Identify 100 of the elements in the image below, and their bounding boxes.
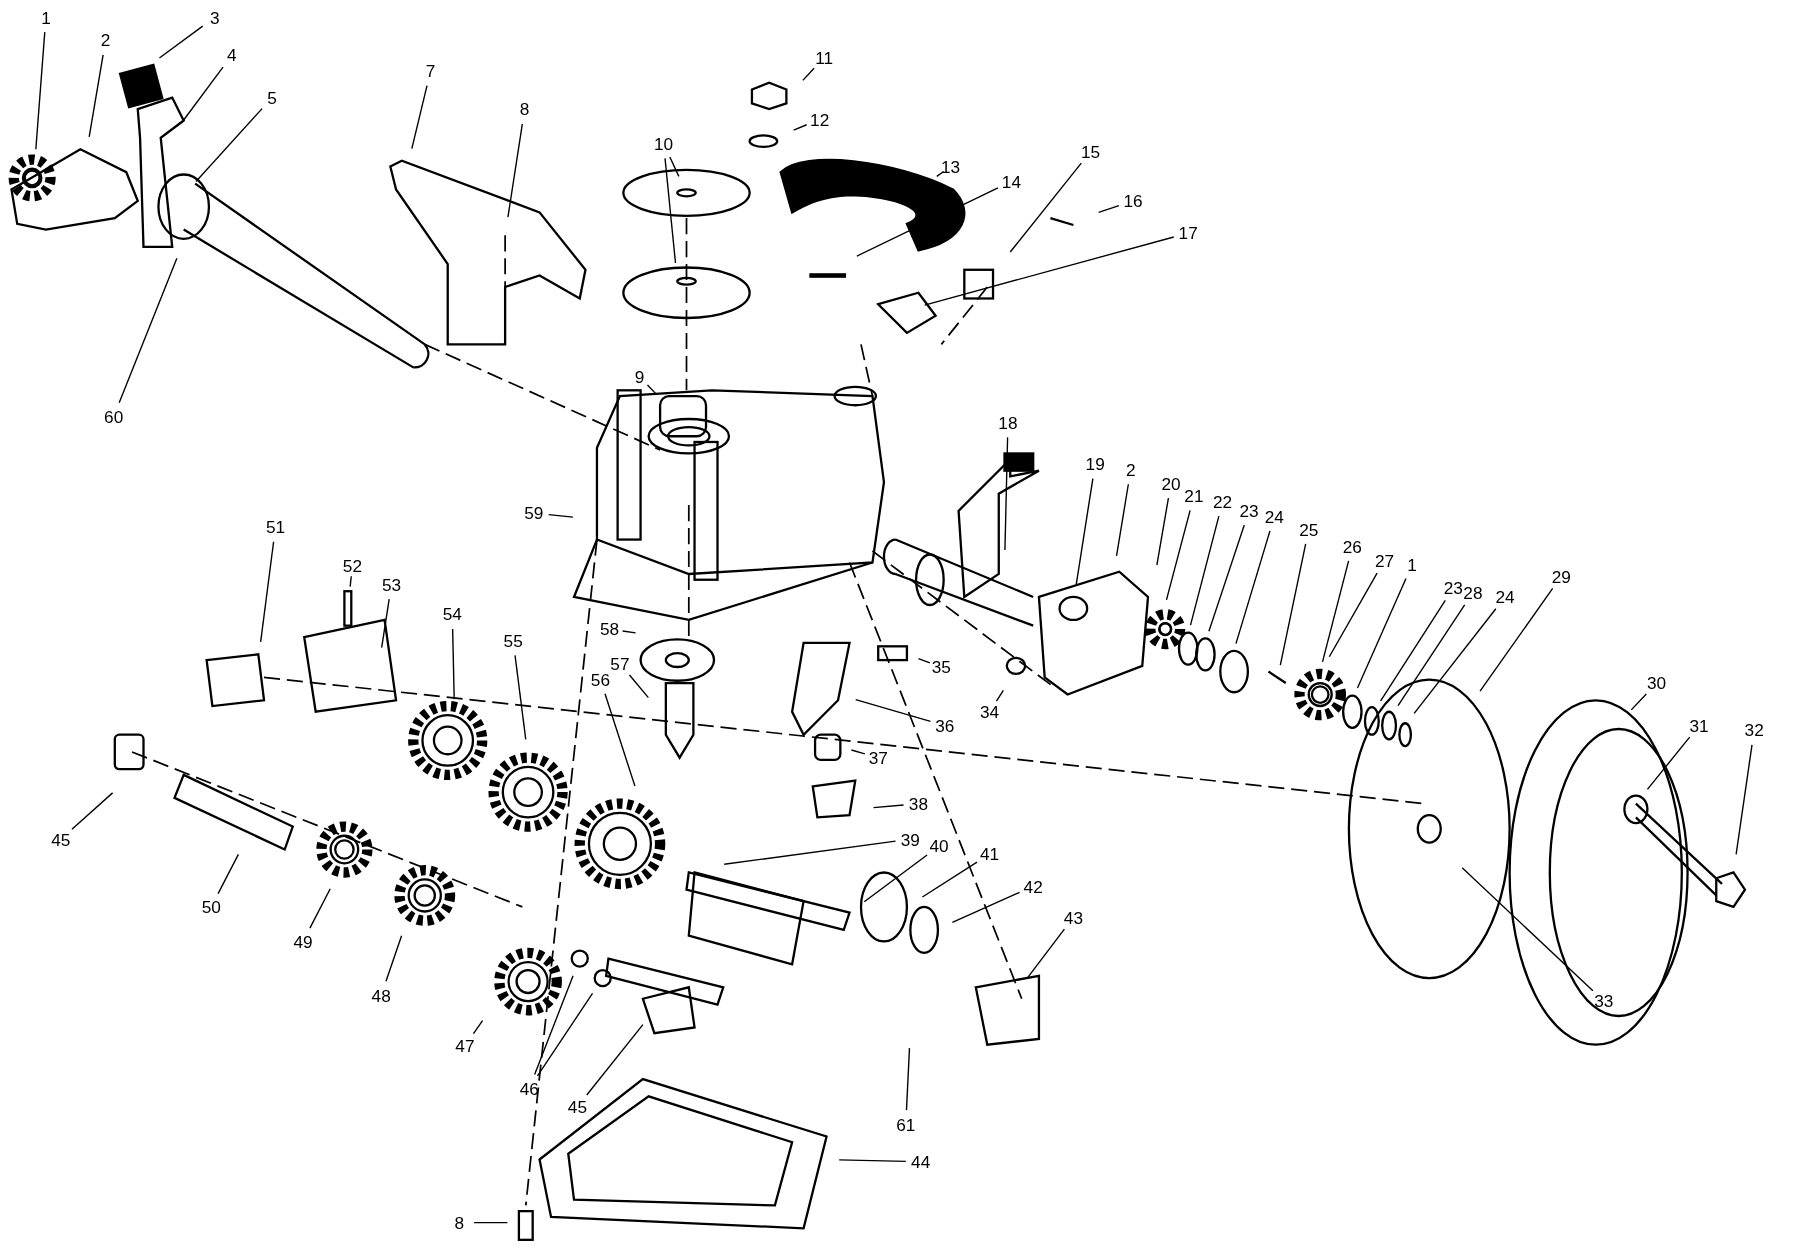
leader-line (1356, 577, 1407, 689)
leader-line (995, 689, 1005, 702)
callout-number: 60 (104, 408, 124, 426)
leader-line (923, 236, 1175, 306)
callout-number: 52 (342, 557, 362, 575)
callout-number: 17 (1178, 224, 1198, 242)
callout-number: 12 (810, 110, 830, 128)
callout-number: 21 (1184, 487, 1204, 505)
callout-number: 61 (896, 1116, 916, 1134)
callout-number: 26 (1342, 537, 1362, 556)
leader-line (664, 157, 677, 264)
leader-line (850, 749, 866, 755)
callout-number: 23 (1443, 579, 1463, 597)
callout-number: 24 (1264, 508, 1284, 526)
leader-line (1646, 736, 1691, 790)
leader-line (917, 657, 931, 664)
leader-line (118, 257, 178, 404)
callout-number: 2 (100, 31, 111, 49)
leader-line (855, 698, 932, 723)
leader-line (1328, 572, 1378, 658)
callout-number: 54 (442, 605, 462, 623)
leader-line (951, 891, 1021, 924)
leader-line (472, 1019, 484, 1035)
leader-line (628, 674, 650, 699)
callout-number: 55 (503, 631, 523, 650)
leader-line (451, 628, 455, 700)
leader-line (507, 123, 524, 218)
callout-number: 4 (227, 46, 237, 64)
leader-line (669, 156, 680, 178)
callout-number: 49 (293, 932, 313, 950)
leader-line (586, 1023, 644, 1096)
callout-number: 1 (1407, 556, 1417, 574)
callout-number: 58 (600, 620, 620, 638)
callout-number: 29 (1551, 567, 1571, 585)
callout-number: 39 (900, 830, 920, 848)
callout-number: 46 (519, 1079, 539, 1097)
leader-line (1630, 693, 1647, 711)
leader-line (533, 975, 574, 1076)
callout-number: 33 (1594, 992, 1614, 1010)
leader-line (1189, 515, 1220, 626)
callout-number: 24 (1495, 588, 1515, 606)
leader-line (1321, 560, 1350, 663)
leader-line (1461, 867, 1594, 992)
leader-line (723, 840, 897, 865)
callout-number: 35 (931, 658, 951, 676)
leader-line (536, 992, 594, 1077)
callout-number: 59 (524, 504, 544, 522)
callout-number: 13 (940, 157, 961, 176)
leader-line (802, 67, 815, 82)
callout-number: 56 (590, 671, 610, 689)
callout-number: 8 (519, 100, 530, 118)
leader-line (385, 935, 403, 982)
leader-line (905, 1047, 911, 1111)
callout-number: 28 (1463, 583, 1483, 601)
callout-number: 2 (1126, 460, 1136, 479)
callout-number: 15 (1081, 142, 1101, 161)
leader-line (309, 888, 331, 929)
callout-number: 47 (455, 1037, 475, 1055)
callout-number: 32 (1744, 721, 1764, 739)
callout-number: 31 (1689, 716, 1709, 735)
callout-number: 53 (381, 575, 402, 593)
callout-number: 37 (868, 749, 888, 767)
callout-number: 23 (1239, 502, 1259, 520)
leader-line (1397, 604, 1466, 707)
callout-number: 51 (265, 518, 286, 536)
callout-number: 7 (425, 62, 436, 80)
leader-line (217, 853, 240, 895)
leader-line (1208, 524, 1245, 632)
leader-line (88, 54, 104, 138)
leader-line (158, 25, 204, 59)
leader-line (1115, 483, 1130, 557)
leader-line (838, 1159, 907, 1163)
callout-number: 3 (209, 8, 220, 26)
callout-number: 16 (1123, 192, 1143, 210)
leader-line (1165, 509, 1191, 601)
callout-number: 14 (1001, 172, 1021, 190)
callout-number: 9 (634, 367, 645, 386)
callout-number: 36 (935, 716, 955, 735)
leader-line (1009, 162, 1082, 253)
callout-number: 45 (51, 830, 71, 848)
leader-line (1075, 477, 1094, 586)
callout-number: 30 (1647, 674, 1667, 692)
callout-number: 50 (201, 898, 221, 916)
leader-line (792, 124, 808, 131)
callout-number: 20 (1161, 474, 1181, 492)
leader-line (1026, 928, 1066, 980)
callout-number: 43 (1063, 908, 1083, 926)
leader-line (863, 854, 928, 903)
leader-line (1235, 530, 1271, 645)
leader-line (411, 85, 428, 150)
leader-line (1279, 543, 1307, 666)
callout-number: 25 (1299, 520, 1319, 538)
leader-line (71, 792, 114, 830)
callout-number: 40 (929, 837, 949, 855)
leader-line (1379, 599, 1446, 702)
leader-line (514, 654, 527, 741)
leader-line (473, 1221, 509, 1224)
leader-line (195, 107, 263, 183)
leader-line (936, 170, 945, 178)
leader-line (349, 575, 352, 588)
